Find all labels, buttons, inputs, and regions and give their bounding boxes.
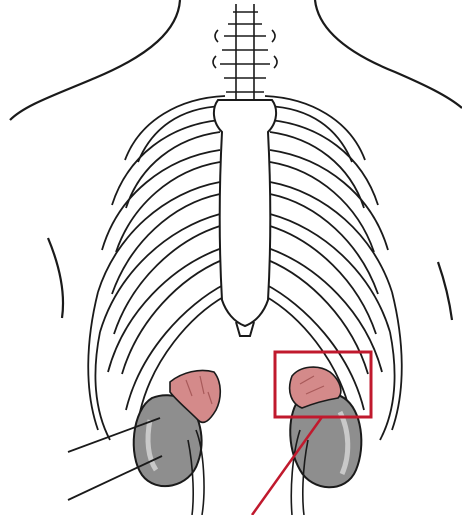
spine-icon: [213, 4, 277, 100]
right-kidney: [290, 391, 361, 515]
sternum-icon: [214, 100, 276, 336]
